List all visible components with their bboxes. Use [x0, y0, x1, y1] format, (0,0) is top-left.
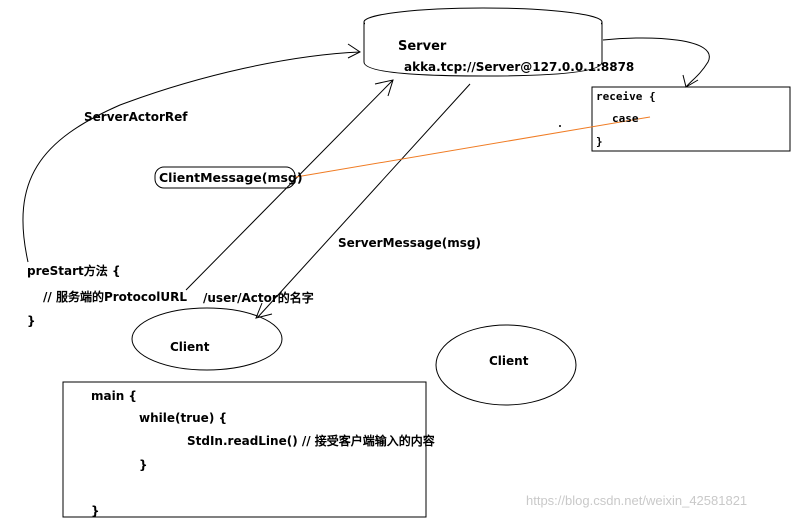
receive-box-frame	[591, 86, 791, 152]
main-line2: while(true) {	[139, 411, 228, 425]
small-dot	[559, 125, 561, 127]
client-left-ellipse	[131, 307, 283, 371]
client-to-server-arrowhead	[374, 79, 394, 97]
server-address: akka.tcp://Server@127.0.0.1:8878	[404, 60, 635, 74]
server-node	[363, 7, 603, 77]
server-cylinder-body	[363, 22, 603, 77]
main-line5: }	[91, 504, 100, 518]
prestart-line3: }	[27, 314, 36, 328]
user-actor-name-label: /user/Actor的名字	[203, 291, 314, 305]
client-message-to-case-line	[295, 116, 651, 178]
client-to-server-line	[185, 79, 394, 291]
main-line4: }	[139, 458, 148, 472]
server-to-client-line	[257, 83, 471, 318]
server-actor-ref-label: ServerActorRef	[84, 110, 188, 124]
server-cylinder-fill	[365, 22, 601, 62]
server-title: Server	[398, 39, 447, 54]
client-message-label: ClientMessage(msg)	[159, 170, 303, 185]
client-right-ellipse	[435, 324, 577, 406]
main-line3: StdIn.readLine() // 接受客户端输入的内容	[187, 434, 435, 448]
watermark: https://blog.csdn.net/weixin_42581821	[526, 493, 748, 508]
client-left-label: Client	[170, 340, 210, 354]
receive-line1: receive {	[596, 90, 656, 103]
client-right-label: Client	[489, 354, 529, 368]
server-actor-ref-arrowhead	[347, 43, 361, 59]
server-message-label: ServerMessage(msg)	[338, 236, 481, 250]
prestart-line2: // 服务端的ProtocolURL	[43, 290, 187, 304]
prestart-line1: preStart方法 {	[27, 264, 121, 278]
receive-line3: }	[596, 135, 603, 148]
main-line1: main {	[91, 389, 137, 403]
server-to-receive-arrowhead	[682, 74, 699, 88]
server-to-receive-arrow	[602, 37, 710, 88]
server-to-client-arrowhead	[255, 302, 273, 319]
client-message-frame	[154, 166, 296, 189]
server-actor-ref-arrow	[22, 51, 361, 263]
receive-line2: case	[612, 112, 639, 125]
main-box-frame	[62, 381, 427, 518]
